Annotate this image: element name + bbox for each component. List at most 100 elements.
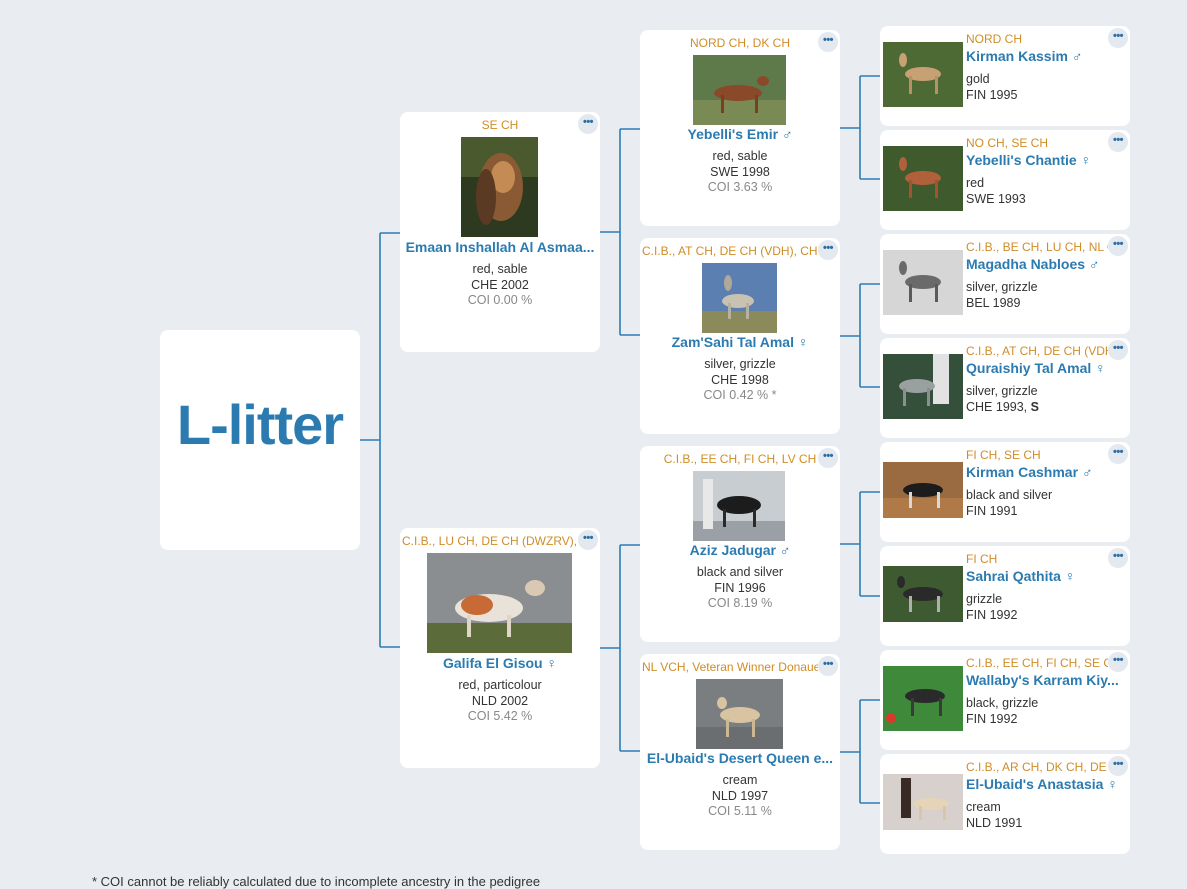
dog-color: silver, grizzle xyxy=(966,280,1038,294)
grandparent-card[interactable]: ••• C.I.B., EE CH, FI CH, LV CH Aziz Jad… xyxy=(640,446,840,642)
dog-photo[interactable] xyxy=(693,55,786,125)
dog-photo[interactable] xyxy=(693,471,785,541)
dog-name-link[interactable]: Sahrai Qathita ♀ xyxy=(966,568,1124,584)
dog-titles: NL VCH, Veteran Winner Donaueschingen xyxy=(642,660,818,674)
dog-titles: NORD CH, DK CH xyxy=(689,36,790,50)
sex-icon: ♀ xyxy=(1080,152,1092,168)
more-options-button[interactable]: ••• xyxy=(818,656,838,676)
dog-titles: FI CH, SE CH xyxy=(966,448,1041,462)
dog-origin: CHE 1998 xyxy=(711,373,769,387)
dog-name-link[interactable]: Galifa El Gisou ♀ xyxy=(404,655,596,671)
dog-photo[interactable] xyxy=(883,774,963,830)
dog-coi: COI 3.63 % xyxy=(707,180,773,194)
coi-footnote: * COI cannot be reliably calculated due … xyxy=(92,874,541,889)
dog-coi: COI 8.19 % xyxy=(707,596,773,610)
dog-origin-country: NLD 1991 xyxy=(966,816,1023,830)
more-options-button[interactable]: ••• xyxy=(818,448,838,468)
dog-photo[interactable] xyxy=(883,566,963,622)
dog-name-link[interactable]: Yebelli's Emir ♂ xyxy=(644,126,836,142)
dog-color: red, particolour xyxy=(458,678,542,692)
great-grandparent-card[interactable]: ••• C.I.B., AR CH, DK CH, DE CH El-Ubaid… xyxy=(880,754,1130,854)
great-grandparent-card[interactable]: ••• FI CH, SE CH Kirman Cashmar ♂ black … xyxy=(880,442,1130,542)
dog-name-link[interactable]: Yebelli's Chantie ♀ xyxy=(966,152,1124,168)
dog-name-link[interactable]: Emaan Inshallah Al Asmaa... xyxy=(404,239,596,255)
dog-origin-country: FIN 1992 xyxy=(966,608,1018,622)
dog-origin-country: SWE 1993 xyxy=(966,192,1026,206)
grandparent-card[interactable]: ••• C.I.B., AT CH, DE CH (VDH), CH CH Za… xyxy=(640,238,840,434)
more-options-button[interactable]: ••• xyxy=(1108,548,1128,568)
dog-titles: SE CH xyxy=(481,118,519,132)
dog-name: Sahrai Qathita xyxy=(966,568,1061,584)
litter-title: L-litter xyxy=(176,393,344,456)
dog-origin: FIN 1991 xyxy=(966,503,1017,519)
more-options-button[interactable]: ••• xyxy=(818,32,838,52)
sex-icon: ♂ xyxy=(1081,464,1093,480)
dog-name-link[interactable]: Quraishiy Tal Amal ♀ xyxy=(966,360,1124,376)
more-options-button[interactable]: ••• xyxy=(1108,444,1128,464)
dog-name: El-Ubaid's Desert Queen e... xyxy=(646,750,834,766)
more-options-button[interactable]: ••• xyxy=(1108,652,1128,672)
dog-name-link[interactable]: Wallaby's Karram Kiy... xyxy=(966,672,1124,688)
more-options-button[interactable]: ••• xyxy=(578,114,598,134)
great-grandparent-card[interactable]: ••• NO CH, SE CH Yebelli's Chantie ♀ red… xyxy=(880,130,1130,230)
more-options-button[interactable]: ••• xyxy=(578,530,598,550)
dog-name: Zam'Sahi Tal Amal xyxy=(671,334,794,350)
dam-card[interactable]: ••• C.I.B., LU CH, DE CH (DWZRV), DE Gal… xyxy=(400,528,600,768)
dog-photo[interactable] xyxy=(883,462,963,518)
dog-name-link[interactable]: El-Ubaid's Desert Queen e... xyxy=(644,750,836,766)
dog-coi: COI 5.42 % xyxy=(467,709,533,723)
dog-origin: NLD 2002 xyxy=(471,694,529,708)
dog-origin-country: CHE 1993, xyxy=(966,400,1028,414)
sex-icon: ♂ xyxy=(781,126,793,142)
dog-name: Kirman Cashmar xyxy=(966,464,1079,480)
dog-color: cream xyxy=(722,773,758,787)
sex-icon: ♀ xyxy=(1064,568,1076,584)
dog-photo[interactable] xyxy=(702,263,777,333)
dog-name-link[interactable]: El-Ubaid's Anastasia ♀ xyxy=(966,776,1124,792)
more-options-button[interactable]: ••• xyxy=(1108,132,1128,152)
dog-name: Yebelli's Emir xyxy=(687,126,779,142)
dog-color: red xyxy=(966,176,985,190)
dog-titles: NORD CH xyxy=(966,32,1022,46)
grandparent-card[interactable]: ••• NL VCH, Veteran Winner Donaueschinge… xyxy=(640,654,840,850)
great-grandparent-card[interactable]: ••• C.I.B., EE CH, FI CH, SE CH Wallaby'… xyxy=(880,650,1130,750)
dog-name: Galifa El Gisou xyxy=(443,655,543,671)
dog-photo[interactable] xyxy=(883,666,963,731)
dog-photo[interactable] xyxy=(883,146,963,211)
dog-color: black and silver xyxy=(696,565,784,579)
dog-photo[interactable] xyxy=(883,42,963,107)
sex-icon: ♀ xyxy=(797,334,809,350)
dog-titles: C.I.B., EE CH, FI CH, SE CH xyxy=(966,656,1108,670)
dog-origin-country: FIN 1995 xyxy=(966,88,1018,102)
dog-photo[interactable] xyxy=(883,250,963,315)
more-options-button[interactable]: ••• xyxy=(1108,28,1128,48)
great-grandparent-card[interactable]: ••• FI CH Sahrai Qathita ♀ grizzle FIN 1… xyxy=(880,546,1130,646)
sex-icon: ♀ xyxy=(1107,776,1118,792)
dog-coi: COI 0.00 % xyxy=(467,293,533,307)
dog-photo[interactable] xyxy=(427,553,572,653)
great-grandparent-card[interactable]: ••• C.I.B., AT CH, DE CH (VDH) Quraishiy… xyxy=(880,338,1130,438)
more-options-button[interactable]: ••• xyxy=(1108,756,1128,776)
dog-coi: COI 0.42 % * xyxy=(703,388,777,402)
dog-origin-country: FIN 1992 xyxy=(966,712,1018,726)
great-grandparent-card[interactable]: ••• C.I.B., BE CH, LU CH, NL CH Magadha … xyxy=(880,234,1130,334)
more-options-button[interactable]: ••• xyxy=(818,240,838,260)
dog-name-link[interactable]: Kirman Kassim ♂ xyxy=(966,48,1124,64)
more-options-button[interactable]: ••• xyxy=(1108,340,1128,360)
dog-color: red, sable xyxy=(472,262,528,276)
dog-photo[interactable] xyxy=(883,354,963,419)
dog-name-link[interactable]: Aziz Jadugar ♂ xyxy=(644,542,836,558)
grandparent-card[interactable]: ••• NORD CH, DK CH Yebelli's Emir ♂ red,… xyxy=(640,30,840,226)
great-grandparent-card[interactable]: ••• NORD CH Kirman Kassim ♂ gold FIN 199… xyxy=(880,26,1130,126)
sex-icon: ♂ xyxy=(779,542,791,558)
dog-photo[interactable] xyxy=(461,137,538,237)
sire-card[interactable]: ••• SE CH Emaan Inshallah Al Asmaa... re… xyxy=(400,112,600,352)
sex-icon: ♂ xyxy=(1071,48,1083,64)
dog-name-link[interactable]: Zam'Sahi Tal Amal ♀ xyxy=(644,334,836,350)
more-options-button[interactable]: ••• xyxy=(1108,236,1128,256)
litter-card: L-litter xyxy=(160,330,360,550)
dog-photo[interactable] xyxy=(696,679,783,749)
dog-name-link[interactable]: Magadha Nabloes ♂ xyxy=(966,256,1124,272)
dog-name-link[interactable]: Kirman Cashmar ♂ xyxy=(966,464,1124,480)
